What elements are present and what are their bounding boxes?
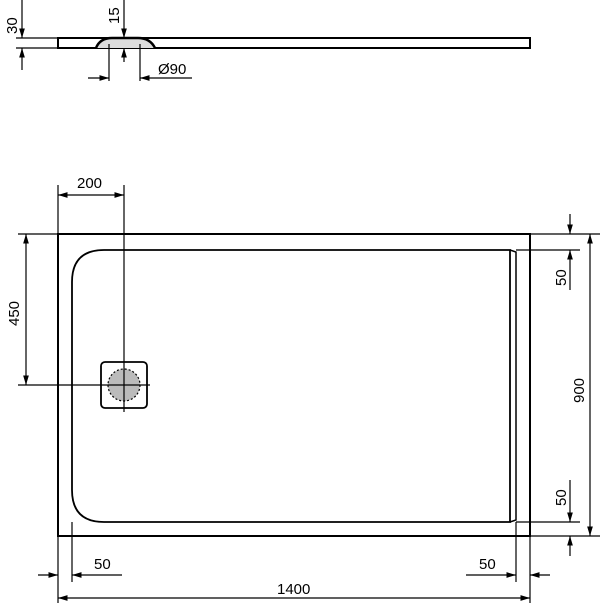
dim-rim-top: 50 [553,269,570,286]
plan-view [18,185,600,603]
dim-drain-depth: 15 [106,7,123,24]
dim-drain-diameter: Ø90 [158,61,186,78]
dim-drain-offset-x: 200 [77,175,102,192]
dim-width: 1400 [277,581,310,598]
dim-depth: 900 [571,378,588,403]
dim-rim-bottom: 50 [553,489,570,506]
dim-drain-offset-y: 450 [6,301,23,326]
side-view [16,0,531,81]
dim-thickness: 30 [4,17,21,34]
dim-rim-left: 50 [94,556,111,573]
dim-rim-right: 50 [479,556,496,573]
